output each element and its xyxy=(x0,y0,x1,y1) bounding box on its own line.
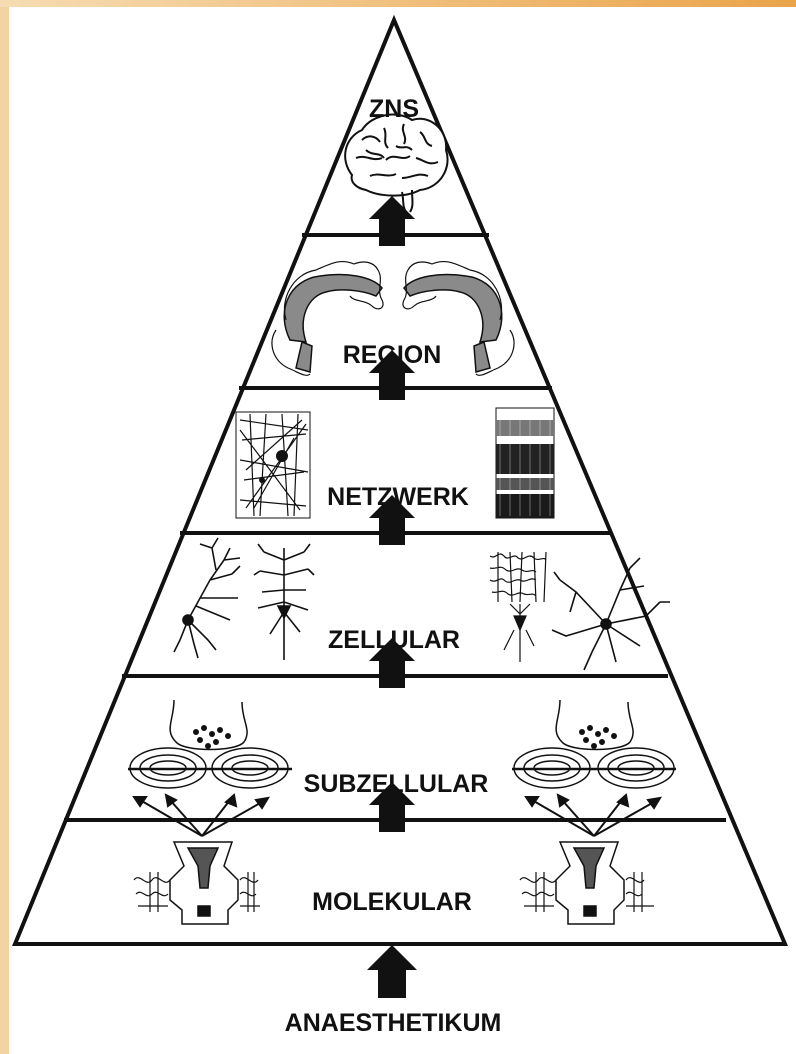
arrow-up-icon xyxy=(369,350,415,400)
arrow-up-icon xyxy=(369,638,415,688)
brain-icon xyxy=(344,113,449,213)
level-label-zellular: ZELLULAR xyxy=(328,626,460,654)
arrow-up-icon xyxy=(369,495,415,545)
arrow-up-icon xyxy=(367,945,417,998)
neuron-right-2-icon xyxy=(551,557,670,671)
level-label-netzwerk: NETZWERK xyxy=(327,483,469,511)
brain-region-right-icon xyxy=(402,260,515,376)
synapse-right-icon xyxy=(512,699,676,789)
level-label-zns: ZNS xyxy=(369,95,419,123)
neuron-left-2-icon xyxy=(253,543,315,660)
synapse-left-icon xyxy=(128,699,292,789)
receptor-left-icon xyxy=(133,841,260,925)
base-label-anaesthetikum: ANAESTHETIKUM xyxy=(285,1009,502,1037)
arrow-up-icon xyxy=(369,782,415,832)
frame-top-border xyxy=(0,0,796,7)
level-label-subzellular: SUBZELLULAR xyxy=(304,770,489,798)
neuron-left-1-icon xyxy=(173,537,241,659)
brain-region-left-icon xyxy=(271,260,384,376)
level-label-region: REGION xyxy=(343,341,442,369)
fan-arrows-left xyxy=(132,793,270,837)
level-label-molekular: MOLEKULAR xyxy=(312,888,472,916)
neural-network-left-icon xyxy=(235,411,311,519)
up-arrows xyxy=(367,196,417,998)
frame-left-border xyxy=(0,0,9,1054)
receptor-right-icon xyxy=(519,841,654,925)
fan-arrows-right xyxy=(524,793,662,837)
neuron-right-1-icon xyxy=(488,550,548,662)
cortex-layers-right-icon xyxy=(495,407,555,519)
